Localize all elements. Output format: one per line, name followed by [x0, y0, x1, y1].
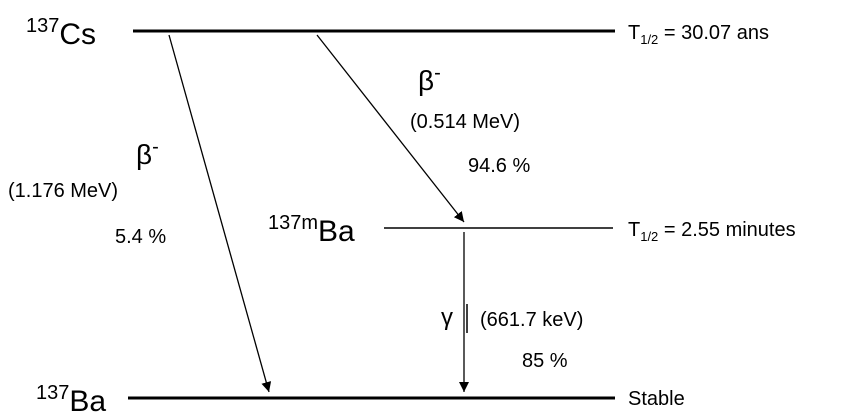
ba137-stable-label: Stable: [628, 388, 685, 410]
cs137-mass-number: 137: [26, 15, 59, 37]
beta-arrow-to-ba137: [168, 34, 272, 393]
half-life-symbol: T: [628, 22, 640, 44]
gamma-particle: γ: [441, 304, 453, 331]
ba137-mass-number: 137: [36, 382, 69, 404]
half-life-subscript: 1/2: [640, 32, 658, 47]
beta-symbol: β: [418, 65, 434, 96]
cs137-half-life: T1/2 = 30.07 ans: [628, 22, 769, 47]
half-life-symbol: T: [628, 219, 640, 241]
beta-to-ba137-probability: 5.4 %: [115, 226, 166, 248]
beta-to-ba137-energy: (1.176 MeV): [8, 180, 118, 202]
beta-symbol: β: [136, 139, 152, 170]
beta-charge: -: [434, 62, 441, 84]
beta-charge: -: [152, 136, 159, 158]
cs137-element-symbol: Cs: [59, 18, 96, 51]
ba137m-half-life: T1/2 = 2.55 minutes: [628, 219, 796, 244]
beta-arrow-to-ba137m: [316, 34, 465, 223]
half-life-subscript: 1/2: [640, 229, 658, 244]
ba137-nuclide-label: 137Ba: [36, 382, 106, 412]
half-life-value: = 30.07 ans: [658, 22, 769, 44]
gamma-probability: 85 %: [522, 350, 568, 372]
beta-to-ba137-particle: β-: [136, 136, 159, 170]
beta-to-ba137m-energy: (0.514 MeV): [410, 111, 520, 133]
beta-to-ba137m-probability: 94.6 %: [468, 155, 530, 177]
gamma-energy: (661.7 keV): [480, 309, 583, 331]
half-life-value: = 2.55 minutes: [658, 219, 795, 241]
beta-to-ba137m-particle: β-: [418, 62, 441, 96]
ba137-element-symbol: Ba: [69, 385, 106, 412]
cs137-nuclide-label: 137Cs: [26, 15, 96, 51]
ba137m-nuclide-label: 137mBa: [268, 212, 355, 248]
ba137m-mass-number: 137m: [268, 212, 318, 234]
ba137m-element-symbol: Ba: [318, 215, 355, 248]
